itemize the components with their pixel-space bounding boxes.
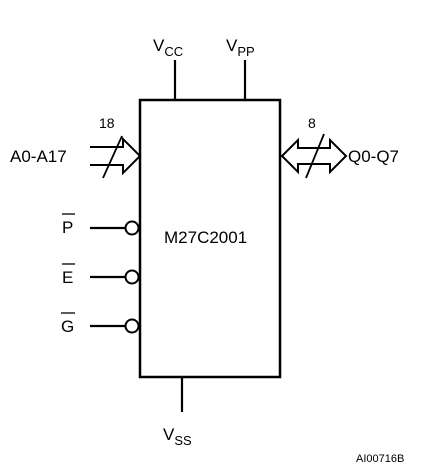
vss-label: VSS (163, 425, 192, 448)
enable-label: E (62, 268, 73, 287)
program-label: P (62, 218, 73, 237)
vpp-label: VPP (226, 36, 255, 59)
data-bus-slash (305, 133, 325, 179)
address-bus-label: A0-A17 (10, 147, 67, 166)
data-bus-width: 8 (308, 115, 316, 131)
chip-body (138, 98, 282, 379)
output-enable-inversion-bubble (124, 318, 140, 334)
address-bus-width: 18 (99, 115, 115, 131)
figure-reference: AI00716B (356, 453, 404, 465)
chip-name: M27C2001 (164, 228, 247, 247)
program-inversion-bubble (124, 220, 140, 236)
enable-inversion-bubble (124, 269, 140, 285)
data-bus-arrow (280, 137, 348, 175)
vcc-label: VCC (153, 36, 183, 59)
data-bus-label: Q0-Q7 (348, 147, 399, 166)
address-bus-arrow (90, 136, 142, 176)
output-enable-label: G (61, 317, 74, 336)
address-bus-slash (102, 135, 123, 179)
